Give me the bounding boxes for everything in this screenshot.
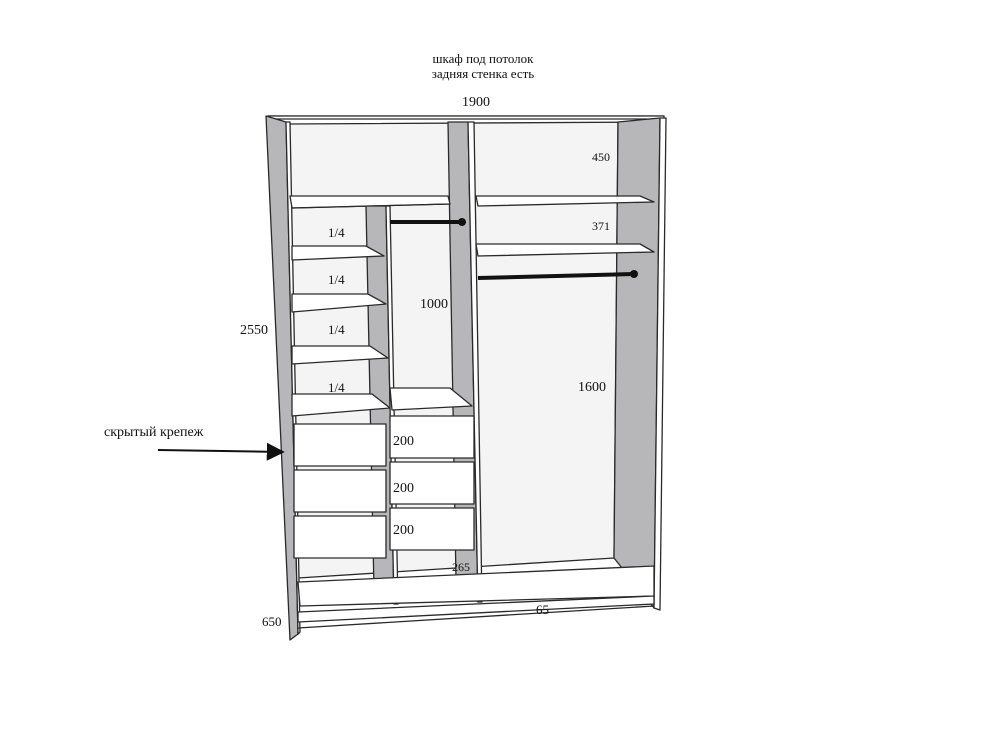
drawer-left-1 <box>293 423 387 467</box>
dim-top-compartment: 450 <box>592 150 610 164</box>
dim-height: 2550 <box>240 323 268 338</box>
plinth <box>297 595 655 623</box>
right-side-panel <box>613 117 661 609</box>
dim-plinth: 65 <box>536 602 549 617</box>
dim-depth: 650 <box>262 614 282 629</box>
dim-hanging-section: 1600 <box>578 380 606 395</box>
annotation-label: скрытый крепеж <box>104 425 204 440</box>
middle-shelf <box>389 387 473 411</box>
shelf-label-4: 1/4 <box>328 380 345 395</box>
hanging-rods <box>390 218 638 280</box>
wardrobe <box>265 115 667 641</box>
shelf-label-2: 1/4 <box>328 272 345 287</box>
drawer-right-1 <box>389 415 475 459</box>
small-shelf-2 <box>291 293 387 313</box>
dim-width: 1900 <box>462 95 490 110</box>
small-shelf-3 <box>291 345 389 365</box>
shelf-label-1: 1/4 <box>328 225 345 240</box>
header-line-2: задняя стенка есть <box>432 66 535 81</box>
annotation-arrow <box>157 442 285 461</box>
drawer-left-3 <box>293 515 387 559</box>
drawer-label-3: 200 <box>393 523 414 538</box>
shelf-label-3: 1/4 <box>328 322 345 337</box>
right-shelf-2 <box>475 243 655 257</box>
drawer-label-2: 200 <box>393 481 414 496</box>
dim-bottom-gap: 265 <box>452 560 470 574</box>
small-shelf-1 <box>291 245 385 261</box>
drawer-label-1: 200 <box>393 434 414 449</box>
header-line-1: шкаф под потолок <box>433 51 535 66</box>
rod-right <box>477 272 635 280</box>
drawer-left-2 <box>293 469 387 513</box>
small-shelf-4 <box>291 393 391 417</box>
dim-middle-section: 1000 <box>420 297 448 312</box>
dim-second-compartment: 371 <box>592 219 610 233</box>
drawer-right-3 <box>389 507 475 551</box>
drawer-right-2 <box>389 461 475 505</box>
